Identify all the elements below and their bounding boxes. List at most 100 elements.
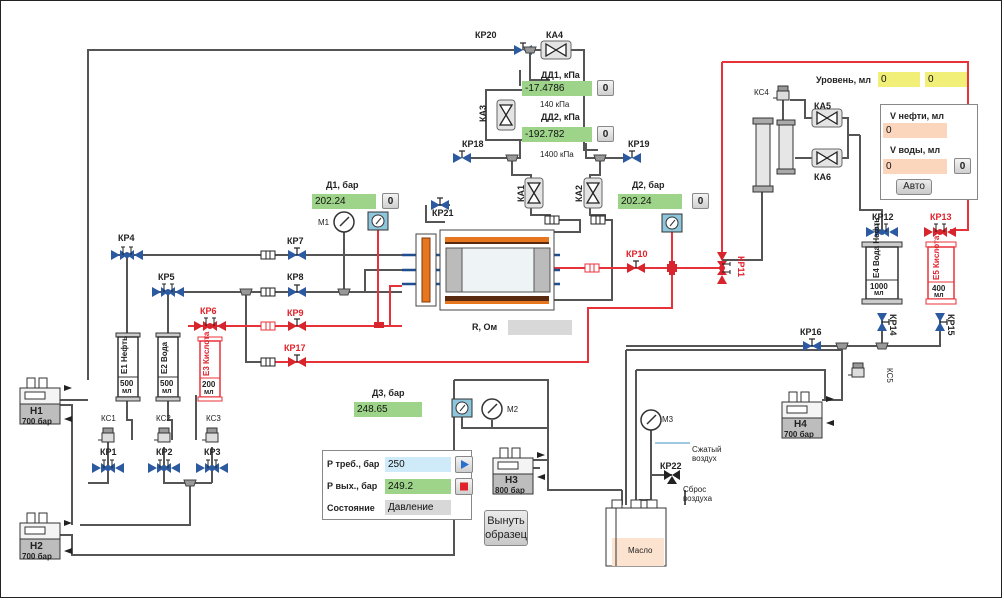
check-valve-kc1[interactable]	[97, 427, 115, 443]
tank-e1-label: Е1 Нефть	[120, 336, 129, 374]
label-kp14: КР14	[888, 314, 898, 336]
tank-e3-label: Е3 Кислота	[202, 332, 211, 376]
label-kp20: КР20	[475, 30, 497, 40]
valve-kp7[interactable]	[287, 247, 307, 261]
remove-sample-button[interactable]: Вынуть образец	[484, 510, 528, 546]
valve-kp18[interactable]	[452, 150, 472, 164]
label-ka4: КА4	[546, 30, 563, 40]
compressed-air-label: Сжатый воздух	[692, 445, 722, 463]
label-ka2: КА2	[574, 185, 584, 202]
connector	[544, 215, 560, 225]
connector	[590, 215, 606, 225]
stop-button[interactable]	[455, 478, 473, 495]
label-kc5: КС5	[885, 368, 894, 383]
dd2-range: 1400 кПа	[540, 150, 574, 159]
control-valve-ka4[interactable]	[540, 40, 572, 60]
valve-kp9[interactable]	[287, 318, 307, 332]
valve-kp6[interactable]	[193, 317, 227, 332]
d1-zero-button[interactable]: 0	[382, 193, 399, 209]
tank-e3-unit: мл	[204, 389, 214, 396]
dd2-zero-button[interactable]: 0	[597, 126, 614, 142]
p-req-label: Р треб., бар	[327, 459, 380, 469]
check-valve-kc3[interactable]	[201, 427, 219, 443]
pump-h2-pressure: 700 бар	[22, 552, 52, 561]
tee	[593, 154, 607, 162]
label-kc4: КС4	[754, 88, 769, 97]
pump-h2-id: Н2	[30, 541, 43, 552]
tee	[239, 288, 253, 296]
valve-kp10[interactable]	[626, 260, 646, 274]
tank-e2-id: Е2	[160, 364, 169, 374]
label-ka1: КА1	[516, 185, 526, 202]
label-r: R, Ом	[472, 322, 498, 332]
valve-kp17[interactable]	[287, 354, 307, 368]
pump-h4-pressure: 700 бар	[784, 430, 814, 439]
valve-kp22[interactable]	[664, 470, 680, 484]
label-d1: Д1, бар	[326, 180, 359, 190]
label-m1: М1	[318, 218, 330, 227]
label-kc3: КС3	[206, 414, 221, 423]
tank-e4-unit: мл	[874, 290, 884, 297]
check-valve-kc5[interactable]	[847, 362, 865, 378]
tank-e5-id: Е5	[932, 270, 941, 280]
start-button[interactable]	[455, 456, 473, 473]
pressure-transducer-d3	[451, 398, 473, 418]
check-valve-kc2[interactable]	[153, 427, 171, 443]
tank-e3	[197, 336, 223, 402]
tank-e1-id: Е1	[120, 364, 129, 374]
connector	[260, 357, 276, 367]
tee	[835, 342, 849, 350]
label-kp18: КР18	[462, 139, 484, 149]
level-value-1: 0	[878, 72, 920, 87]
label-kp9: КР9	[287, 308, 304, 318]
p-out-label: Р вых., бар	[327, 481, 378, 491]
control-valve-ka5[interactable]	[811, 108, 843, 128]
tank-e4-label: Е4 Вода Нефть	[872, 218, 881, 278]
label-m2: М2	[507, 405, 519, 414]
level-label: Уровень, мл	[816, 75, 872, 85]
tank-e5	[925, 241, 957, 305]
valve-kp8[interactable]	[287, 284, 307, 298]
control-valve-ka3[interactable]	[496, 99, 516, 131]
label-kp22: КР22	[660, 461, 682, 471]
auto-button[interactable]: Авто	[896, 179, 932, 195]
tee	[183, 479, 197, 487]
label-kc1: КС1	[101, 414, 116, 423]
tank-e1-content: Нефть	[120, 336, 129, 362]
volume-zero-button[interactable]: 0	[954, 158, 971, 174]
tank-e4	[861, 241, 903, 305]
label-d3: Д3, бар	[372, 388, 405, 398]
p-out-value: 249.2	[385, 479, 451, 494]
label-kp11: КР11	[736, 256, 746, 278]
control-valve-ka6[interactable]	[811, 148, 843, 168]
connector-acid	[584, 263, 600, 273]
label-d2: Д2, бар	[632, 180, 665, 190]
tank-e5-volume: 400	[932, 284, 946, 293]
dd1-range: 140 кПа	[540, 100, 570, 109]
label-kp8: КР8	[287, 272, 304, 282]
tank-e1-volume: 500	[120, 379, 134, 388]
label-kp1: КР1	[100, 447, 117, 457]
label-m3: М3	[662, 415, 674, 424]
p-req-input[interactable]: 250	[385, 457, 451, 472]
tank-e3-volume: 200	[202, 380, 216, 389]
tee	[523, 46, 537, 54]
label-kp12: КР12	[872, 212, 894, 222]
valve-kp19[interactable]	[622, 150, 642, 164]
dd1-zero-button[interactable]: 0	[597, 80, 614, 96]
control-valve-ka2[interactable]	[583, 177, 603, 209]
label-ka3: КА3	[478, 105, 488, 122]
d3-value: 248.65	[354, 402, 422, 417]
d2-zero-button[interactable]: 0	[692, 193, 709, 209]
check-valve-kc4[interactable]	[772, 85, 790, 101]
oil-reservoir-label: Масло	[628, 546, 653, 555]
play-icon	[461, 460, 469, 469]
tank-e5-label: Е5 Кислота	[932, 236, 941, 280]
label-kp16: КР16	[800, 327, 822, 337]
separator	[752, 117, 796, 193]
control-valve-ka1[interactable]	[524, 177, 544, 209]
r-value	[508, 320, 572, 335]
tank-e4-volume: 1000	[870, 282, 888, 291]
water-volume-value: 0	[883, 159, 947, 174]
tank-e1-unit: мл	[122, 388, 132, 395]
